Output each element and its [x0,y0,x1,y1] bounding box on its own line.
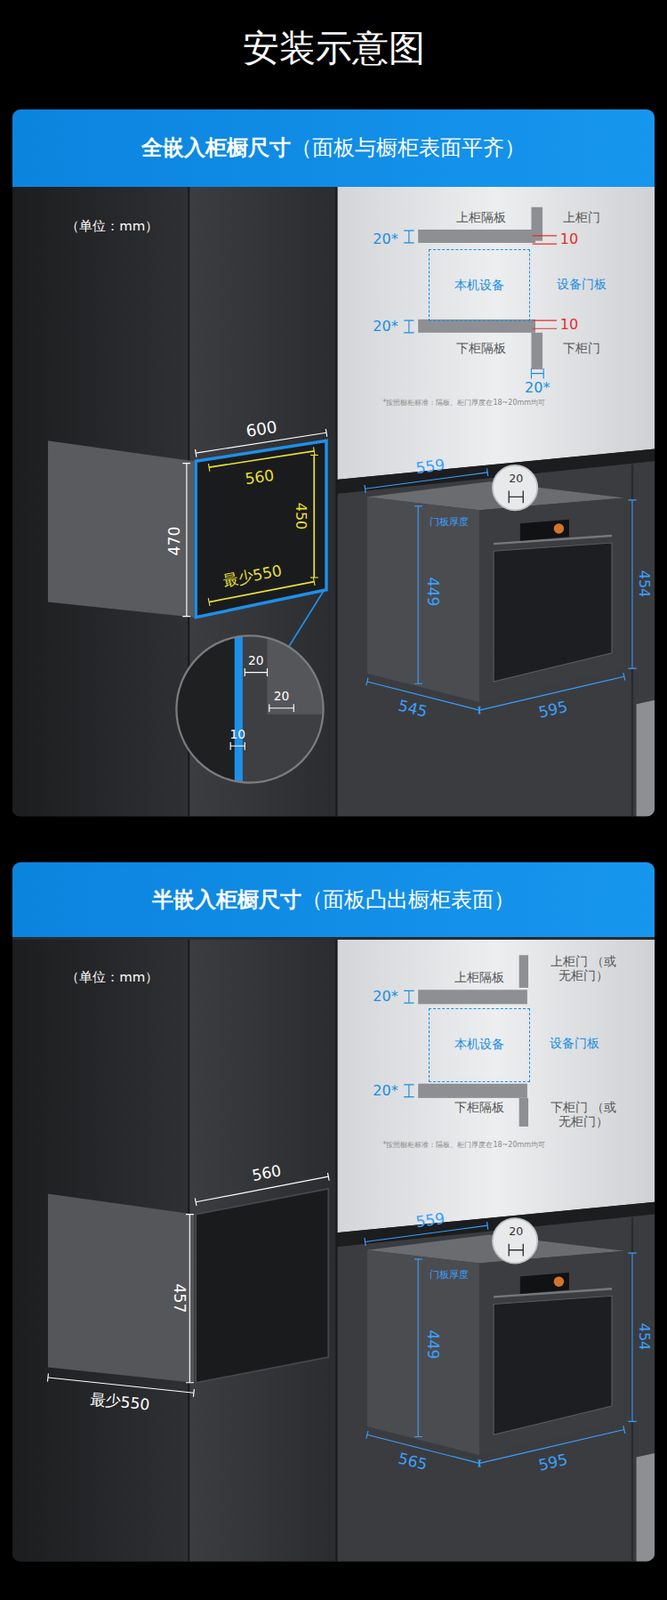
section-half [417,988,528,1004]
niche-full [185,463,187,617]
page-title: 安装示意图 [242,27,426,70]
part-label: 上柜门 （或无柜门） [546,955,622,984]
dimension-number: 20 [248,653,265,668]
part-label: *按照橱柜标准：隔板、柜门厚度在18~20mm均可 [382,398,546,407]
panel-full [365,465,633,710]
dimension-number: 454 [634,570,651,598]
dimension-number: 559 [414,1208,446,1230]
dimension-number: 10 [560,315,579,332]
dimension-number: 20* [372,988,398,1005]
part-label: （单位：mm） [65,218,159,234]
zoom-detail [176,632,234,786]
dimension-number: 20* [372,231,398,248]
device-label: 本机设备 [454,1036,505,1053]
part-label: 下柜隔板 [454,1100,505,1115]
zoom-detail [244,671,267,673]
header-title: 全嵌入柜橱尺寸 [141,133,291,162]
part-label: （单位：mm） [65,969,159,985]
section-half [417,1083,528,1098]
part-label: 上柜隔板 [454,970,505,985]
dimension-number: 457 [169,1282,188,1312]
part-label: 下柜门 [562,341,601,356]
section-full [403,207,557,379]
niche-full [48,432,327,647]
part-label: 下柜门 （或无柜门） [546,1100,622,1130]
header-title: 半嵌入柜橱尺寸 [152,884,302,914]
part-label: 上柜隔板 [456,210,507,226]
section-half [519,1097,529,1126]
section-half [403,954,529,1126]
niche-half [48,1175,329,1392]
section-half [403,989,414,1096]
section-full [403,230,544,378]
zoom-detail [242,632,327,786]
dimension-number: 20 [508,472,523,486]
dimension-number: 470 [166,525,185,555]
niche-full [48,440,194,617]
part-label: 设备门板 [549,1036,600,1051]
part-label: 下柜隔板 [456,341,507,356]
dimension-number: 454 [634,1322,651,1351]
device-box: 本机设备 [428,249,531,322]
section-full [530,332,543,370]
panel-full [12,186,655,817]
device-box: 本机设备 [428,1007,531,1082]
panel-half [365,1217,633,1463]
dimension-number: 560 [244,466,276,489]
dimension-number: 20* [372,318,398,335]
zoom-detail [230,745,245,747]
dimension-number: 10 [560,231,579,248]
part-label: 设备门板 [556,277,607,292]
section-half [519,954,529,988]
niche-half [48,1193,194,1383]
header-subtitle: （面板凸出橱柜表面） [301,884,515,914]
dimension-number: 449 [423,1329,442,1359]
zoom-detail [176,632,327,786]
panel-half [12,939,655,1560]
niche-full [289,589,325,647]
panel-half [12,861,655,1560]
niche-half [189,1213,191,1383]
header-band: 半嵌入柜橱尺寸（面板凸出橱柜表面） [12,861,655,937]
part-label: 上柜门 [562,210,601,226]
section-full [417,229,536,243]
dimension-number: 450 [292,502,309,531]
zoom-detail [234,632,243,786]
niche-full [195,440,327,617]
niche-full [313,454,315,578]
header-subtitle: （面板与橱柜表面平齐） [290,133,526,162]
niche-full [208,450,314,467]
dimension-number: 20 [508,1224,523,1238]
part-label: *按照橱柜标准：隔板、柜门厚度在18~20mm均可 [382,1140,546,1149]
niche-half [48,1376,194,1392]
header-band: 全嵌入柜橱尺寸（面板与橱柜表面平齐） [12,109,655,187]
dimension-number: 10 [229,727,246,742]
part-label: 门板厚度 [429,1269,469,1281]
zoom-detail [269,707,295,708]
dimension-number: 449 [423,577,442,607]
zoom-detail [176,632,327,786]
dimension-number: 20* [524,379,550,396]
niche-half [195,1188,329,1383]
section-full [532,235,558,329]
part-label: 门板厚度 [429,516,469,529]
panel-full [12,109,655,817]
dimension-number: 20* [372,1082,398,1099]
dimension-number: 20 [273,689,290,704]
zoom-detail [176,634,323,782]
device-label: 本机设备 [454,277,505,294]
zoom-detail [266,632,327,715]
